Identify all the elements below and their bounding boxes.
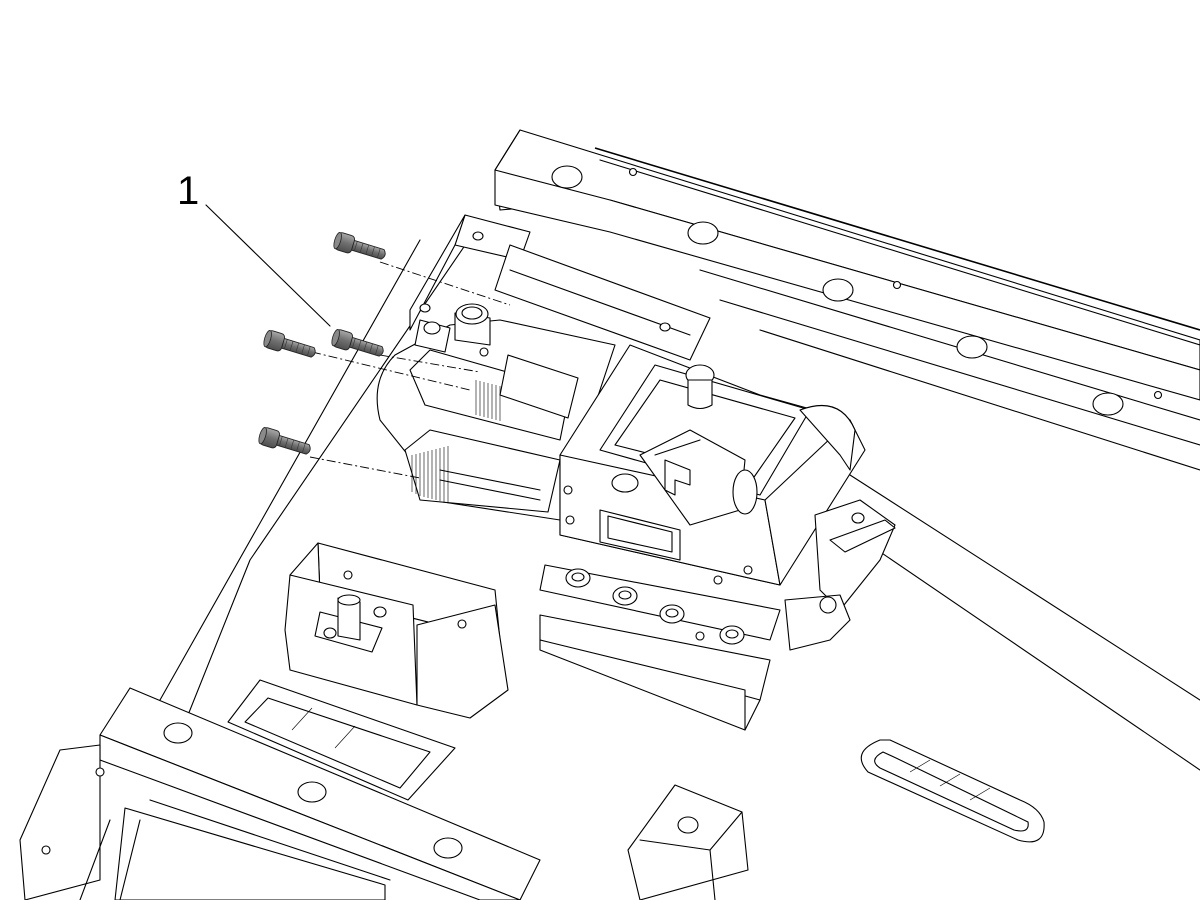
support-post [627, 784, 749, 900]
rail-holes [551, 165, 1163, 416]
motor-fins [411, 380, 501, 503]
callout-1: 1 [177, 169, 331, 327]
plate-slot [860, 739, 1045, 843]
sensor-bracket [284, 542, 509, 719]
linear-rail [494, 129, 1200, 471]
screw [329, 327, 387, 362]
screw-support [784, 405, 896, 651]
lower-rail [19, 679, 541, 900]
servo-motor [376, 303, 616, 521]
screw [256, 425, 314, 460]
screw [261, 328, 319, 363]
callout-label: 1 [177, 169, 199, 213]
screw [331, 230, 389, 265]
coupling-housing [559, 344, 866, 586]
assembly-centerlines [309, 261, 511, 479]
shaft-coupling [639, 429, 758, 526]
leader-line [205, 204, 331, 327]
carriage-bolts [565, 568, 745, 645]
motor-connector [414, 303, 491, 357]
carriage-block [539, 564, 781, 731]
screws [256, 230, 389, 460]
